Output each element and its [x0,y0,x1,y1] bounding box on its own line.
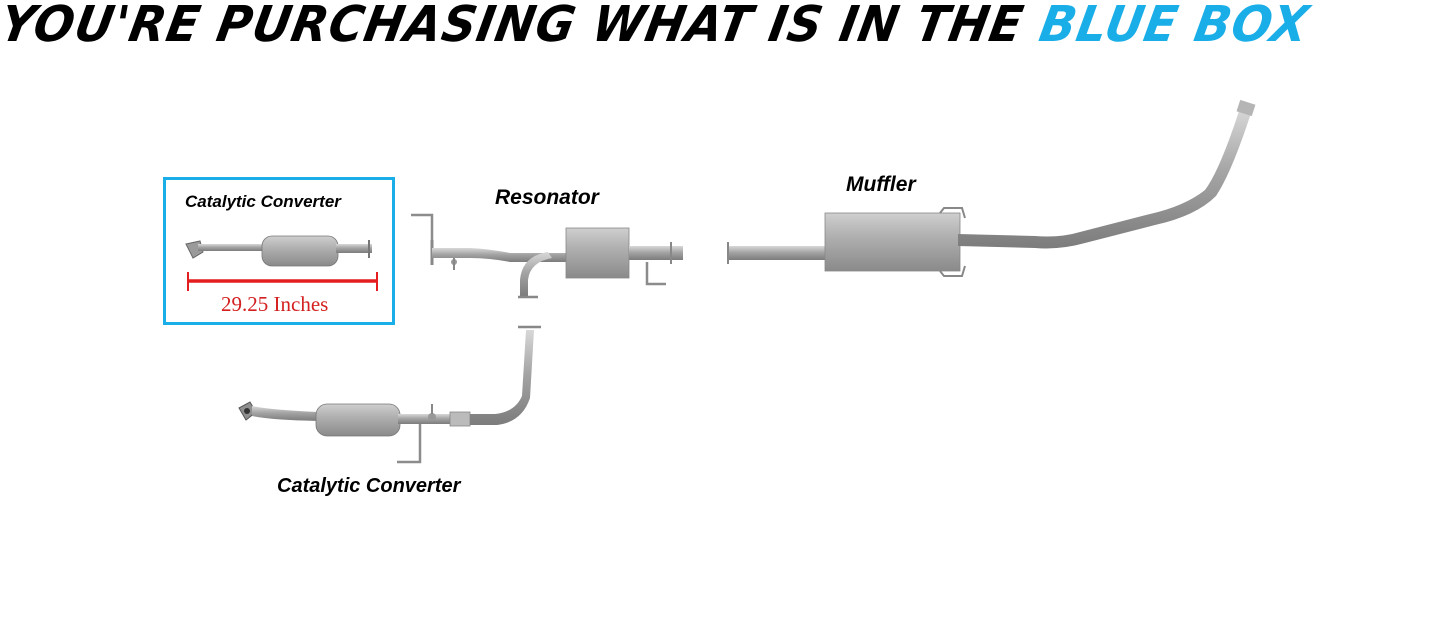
second-converter-label: Catalytic Converter [277,475,461,497]
resonator-label: Resonator [495,186,599,209]
selected-converter-label: Catalytic Converter [185,192,341,211]
inlet-pipe [198,244,264,251]
measurement-bar [187,272,378,291]
outlet-pipe [336,244,372,253]
resonator-part[interactable] [411,213,683,299]
selected-catalytic-converter-part[interactable] [185,235,372,267]
measurement-text: 29.25 Inches [221,292,329,316]
selected-part-highlight-box [163,177,395,325]
muffler-label: Muffler [846,173,916,196]
muffler-part[interactable] [727,99,1256,277]
second-catalytic-converter-part[interactable] [238,325,541,464]
